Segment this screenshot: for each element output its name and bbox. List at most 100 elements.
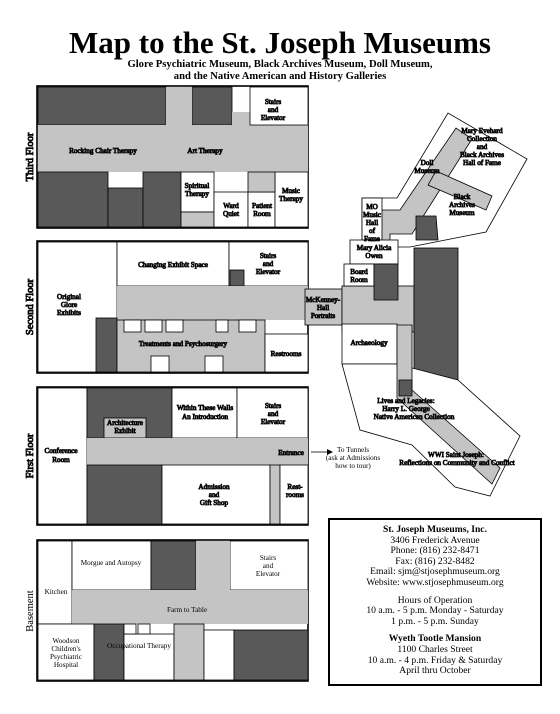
- basement-cell: [137, 623, 151, 635]
- third-music: [274, 171, 309, 228]
- room-label: An Introduction: [182, 413, 229, 421]
- room-label: Elevator: [256, 268, 281, 276]
- org-address: 3406 Frederick Avenue: [390, 534, 480, 546]
- svg-text:Rest-rooms: Rest-rooms: [286, 483, 304, 499]
- room-label: Woodson: [53, 637, 80, 645]
- third-dark-ne: [191, 86, 233, 126]
- basement-occupational: [123, 633, 175, 681]
- third-dark-sw2: [107, 187, 144, 228]
- room-label: and: [263, 260, 274, 268]
- room-label: Spiritual: [185, 182, 210, 190]
- room-label: Admission: [198, 483, 230, 491]
- room-label: McKenney-: [306, 296, 341, 304]
- room-label: and: [268, 410, 279, 418]
- room-label: Patient: [252, 202, 272, 210]
- second-floor: Second Floor Changing Exhibit Space Stai…: [25, 240, 309, 374]
- hours-weekday: 10 a.m. - 5 p.m. Monday - Saturday: [366, 605, 504, 617]
- basement-floor: Basement Kitchen Morgue and Autopsy Stai…: [25, 539, 309, 682]
- third-stairs: [249, 86, 309, 126]
- third-dark-s: [142, 171, 182, 228]
- second-floor-label: Second Floor: [25, 278, 36, 335]
- room-label: Reflections on Community and Conflict: [399, 459, 514, 467]
- second-dark-w: [95, 317, 118, 373]
- room-label: and: [268, 106, 279, 114]
- svg-text:Lives and Legacies:Harry L. Ge: Lives and Legacies:Harry L. GeorgeNative…: [374, 397, 455, 421]
- room-label: Treatments and Psychosurgery: [139, 340, 228, 348]
- east-dark-main: [413, 247, 459, 381]
- room-label: Stairs: [260, 252, 277, 260]
- room-label: Music: [363, 211, 381, 219]
- mansion-address: 1100 Charles Street: [397, 643, 473, 655]
- third-dark-nw: [37, 86, 167, 126]
- basement-kitchen: [37, 540, 73, 625]
- second-cell: [123, 319, 142, 333]
- room-label: Room: [350, 276, 368, 284]
- room-label: Glore: [61, 301, 77, 309]
- room-label: rooms: [286, 491, 304, 499]
- room-label: Children's: [51, 645, 80, 653]
- first-stairs: [236, 387, 309, 439]
- room-label: Fame: [364, 235, 380, 243]
- room-label: Therapy: [185, 190, 209, 198]
- room-label: WWI Saint Joseph:: [428, 451, 484, 459]
- org-website[interactable]: Website: www.stjosephmuseum.org: [366, 576, 504, 588]
- tunnels-label: To Tunnels: [337, 446, 369, 454]
- second-restrooms: [264, 333, 309, 373]
- room-label: Morgue and Autopsy: [81, 559, 142, 567]
- basement-cell: [123, 623, 137, 635]
- basement-label: Basement: [25, 590, 36, 631]
- mansion-name: Wyeth Tootle Mansion: [388, 633, 482, 645]
- room-label: Conference: [44, 447, 77, 455]
- room-label: Stairs: [260, 554, 277, 562]
- room-label: of: [369, 227, 376, 235]
- room-label: and: [263, 562, 274, 570]
- room-label: Black: [454, 193, 471, 201]
- room-label: Harry L. George: [382, 405, 430, 413]
- room-label: Doll: [421, 159, 434, 167]
- first-floor-label: First Floor: [25, 433, 36, 478]
- basement-woodson: [37, 623, 95, 681]
- first-conference: [37, 387, 88, 525]
- third-small-room: [247, 171, 276, 193]
- room-label: Hall: [317, 304, 329, 312]
- room-label: Stairs: [265, 402, 282, 410]
- room-label: Room: [253, 210, 271, 218]
- tunnels-label: (ask at Admissions: [326, 454, 381, 462]
- room-label: Gift Shop: [200, 499, 229, 507]
- third-hall-north: [166, 87, 192, 125]
- room-label: Elevator: [256, 570, 281, 578]
- room-label: Changing Exhibit Space: [138, 261, 208, 269]
- room-label: Black Archives: [460, 151, 504, 159]
- room-label: Elevator: [261, 114, 286, 122]
- second-cell: [144, 319, 163, 333]
- room-label: Original: [57, 293, 81, 301]
- tunnels-arrow-icon: [311, 449, 333, 455]
- room-label: Elevator: [261, 418, 286, 426]
- room-label: Ward: [223, 202, 239, 210]
- room-label: and: [209, 491, 220, 499]
- room-label: Entrance: [278, 449, 304, 457]
- basement-hall-s: [173, 623, 205, 681]
- room-label: and: [477, 143, 488, 151]
- org-email[interactable]: Email: sjm@stjosephmuseum.org: [370, 566, 500, 578]
- black-archives-dark: [415, 215, 439, 241]
- room-label: Exhibit: [114, 427, 135, 435]
- first-hall-spur: [269, 464, 281, 525]
- basement-dark-sw: [93, 623, 125, 681]
- third-patient: [247, 191, 276, 228]
- mansion-season: April thru October: [399, 665, 471, 677]
- page-title: Map to the St. Joseph Museums: [69, 25, 491, 60]
